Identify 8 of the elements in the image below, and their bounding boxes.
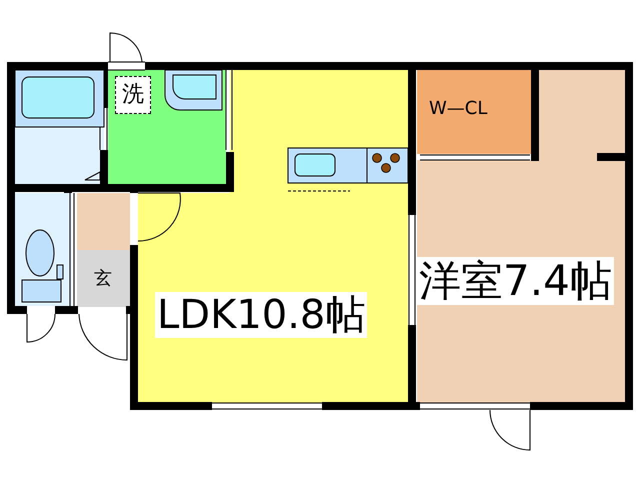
room-area [77, 250, 130, 307]
room-label: LDK10.8帖 [155, 292, 368, 338]
room-area [417, 70, 531, 154]
room-label: 洗 [115, 76, 151, 114]
room-area [417, 160, 626, 403]
room-label: 玄 [94, 270, 112, 288]
room-label: 洋室7.4帖 [417, 257, 614, 305]
room-label: W—CL [429, 100, 488, 118]
